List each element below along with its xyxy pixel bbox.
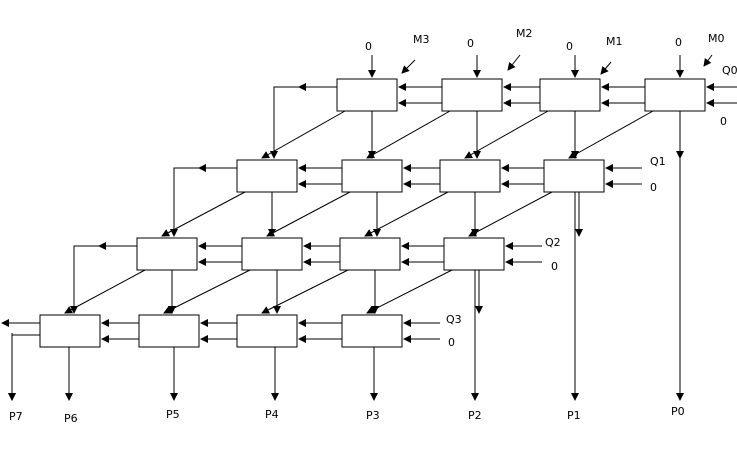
- full-adder-cell: [236, 314, 298, 348]
- full-adder-cell: [543, 159, 605, 193]
- full-adder-cell: [336, 78, 398, 112]
- diagonal-wire: [261, 110, 346, 159]
- multiplier-label: Q1: [650, 155, 666, 168]
- full-adder-cell: [241, 237, 303, 271]
- product-label: P0: [671, 405, 685, 418]
- diagonal-wire: [163, 269, 251, 314]
- carry-input-label: 0: [650, 181, 657, 194]
- multiplicand-label: M2: [516, 27, 533, 40]
- diagonal-wire: [161, 191, 246, 237]
- carry-input-label: 0: [448, 336, 455, 349]
- diagonal-wire: [366, 269, 453, 314]
- top-input-label: 0: [467, 37, 474, 50]
- wires: [1, 54, 737, 401]
- diagonal-wire: [261, 269, 349, 314]
- multiplier-label: Q2: [545, 236, 561, 249]
- full-adder-cell: [644, 78, 706, 112]
- full-adder-cell: [441, 78, 503, 112]
- top-input-label: 0: [675, 36, 682, 49]
- full-adder-cell: [341, 314, 403, 348]
- full-adder-cell: [339, 237, 401, 271]
- diagonal-wire: [366, 110, 451, 159]
- diagonal-wire: [64, 269, 146, 314]
- product-label: P1: [567, 409, 581, 422]
- product-label: P6: [64, 412, 78, 425]
- full-adder-cell: [136, 237, 198, 271]
- carry-input-label: 0: [551, 260, 558, 273]
- diagonal-wire: [468, 191, 553, 237]
- full-adder-cell: [539, 78, 601, 112]
- product-label: P4: [265, 408, 279, 421]
- top-input-label: 0: [566, 40, 573, 53]
- diagonal-wire: [364, 191, 449, 237]
- full-adder-cell: [341, 159, 403, 193]
- multiplicand-input-wire: [507, 54, 521, 71]
- diagonal-wire: [464, 110, 549, 159]
- product-label: P7: [9, 410, 23, 423]
- product-label: P3: [366, 409, 380, 422]
- full-adder-cell: [443, 237, 505, 271]
- diagonal-wire: [266, 191, 351, 237]
- multiplicand-label: M1: [606, 35, 623, 48]
- multiplier-label: Q3: [446, 313, 462, 326]
- full-adder-cell: [236, 159, 298, 193]
- multiplier-label: Q0: [722, 64, 737, 77]
- carry-down-wire: [70, 245, 137, 314]
- product-label: P2: [468, 409, 482, 422]
- diagonal-wire: [568, 110, 654, 159]
- full-adder-cell: [39, 314, 101, 348]
- product-output-wire: [8, 334, 40, 401]
- full-adder-cell: [138, 314, 200, 348]
- product-label: P5: [166, 408, 180, 421]
- top-input-label: 0: [365, 40, 372, 53]
- carry-down-wire: [270, 86, 337, 159]
- full-adder-cell: [439, 159, 501, 193]
- multiplicand-label: M0: [708, 32, 725, 45]
- multiplicand-input-wire: [703, 54, 713, 67]
- multiplicand-input-wire: [401, 59, 416, 74]
- multiplicand-input-wire: [600, 61, 612, 75]
- multiplicand-label: M3: [413, 33, 430, 46]
- adder-cells: [39, 78, 706, 348]
- carry-down-wire: [170, 167, 237, 237]
- carry-input-label: 0: [720, 115, 727, 128]
